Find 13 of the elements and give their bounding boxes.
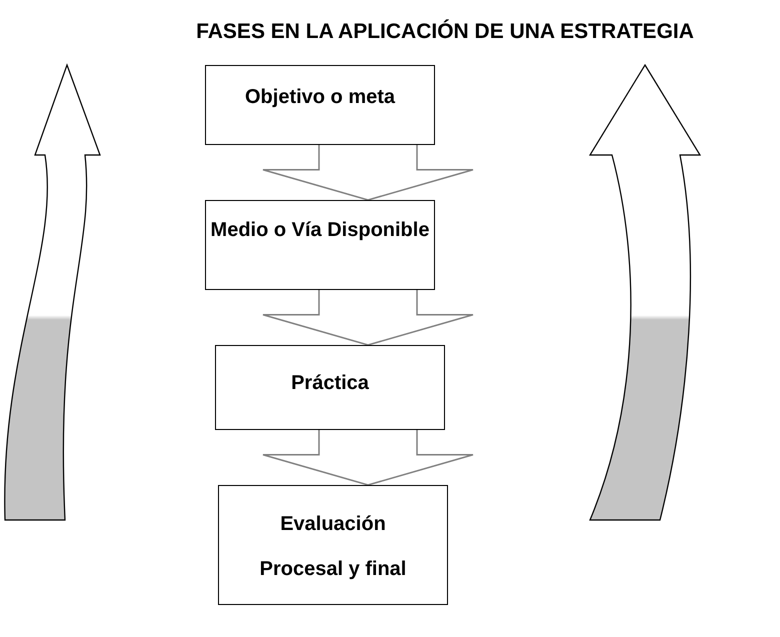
block-arrow [262,289,474,346]
box-label: Medio o Vía Disponible [210,218,430,243]
block-arrow [262,429,474,486]
box-label: Objetivo o meta [244,85,396,110]
box-label: Evaluación [280,512,386,537]
process-box [205,65,435,145]
block-arrow [262,144,474,201]
title: FASES EN LA APLICACIÓN DE UNA ESTRATEGIA [195,20,695,44]
process-box [205,200,435,290]
process-box [218,485,448,605]
box-label: Procesal y final [260,557,406,582]
box-label: Práctica [291,371,369,396]
process-box [215,345,445,430]
